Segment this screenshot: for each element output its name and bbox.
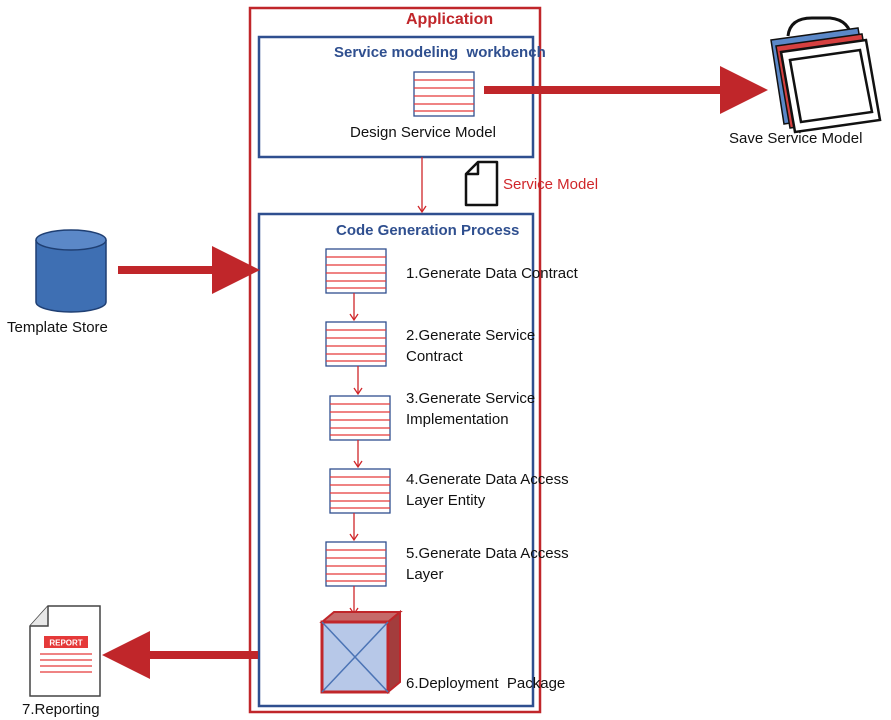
template-store-icon: [35, 229, 107, 313]
step-4-line-2: Layer Entity: [406, 492, 486, 509]
step-1-line-1: 1.Generate Data Contract: [406, 265, 578, 282]
step-6-line-1: 6.Deployment Package: [406, 675, 566, 692]
code-generation-title: Code Generation Process: [336, 222, 520, 239]
save-suitcase-icon: [770, 16, 882, 134]
report-icon-text: REPORT: [49, 639, 82, 648]
application-frame: [248, 6, 542, 714]
report-document-icon: [29, 605, 101, 697]
code-generation-box: [257, 212, 535, 708]
step-5-line-1: 5.Generate Data Access: [406, 545, 569, 562]
workbench-title: Service modeling workbench: [334, 44, 546, 61]
step-1-label: 1.Generate Data Contract: [406, 263, 578, 284]
step-3-label: 3.Generate Service Implementation: [406, 388, 535, 430]
service-model-label: Service Model: [503, 176, 599, 193]
application-title: Application: [406, 11, 494, 28]
template-store-label: Template Store: [7, 319, 108, 336]
step-2-icon: [325, 321, 387, 367]
step-2-label: 2.Generate Service Contract: [406, 325, 535, 367]
step-4-line-1: 4.Generate Data Access: [406, 471, 569, 488]
step-4-icon: [329, 468, 391, 514]
step-4-label: 4.Generate Data Access Layer Entity: [406, 469, 569, 511]
deployment-package-icon: [319, 609, 403, 695]
step-5-label: 5.Generate Data Access Layer: [406, 543, 569, 585]
step-3-line-1: 3.Generate Service: [406, 390, 536, 407]
step-6-label: 6.Deployment Package: [406, 631, 565, 715]
step-5-icon: [325, 541, 387, 587]
design-model-icon: [413, 71, 475, 117]
step-3-icon: [329, 395, 391, 441]
step-3-line-2: Implementation: [406, 411, 509, 428]
step-1-icon: [325, 248, 387, 294]
workbench-box: [257, 35, 535, 159]
step-2-line-2: Contract: [406, 348, 463, 365]
reporting-label: 7.Reporting: [22, 701, 100, 718]
save-service-model-label: Save Service Model: [729, 130, 863, 147]
step-2-line-1: 2.Generate Service: [406, 327, 536, 344]
service-model-page-icon: [464, 160, 499, 207]
step-5-line-2: Layer: [406, 566, 444, 583]
design-service-model-label: Design Service Model: [350, 124, 496, 141]
